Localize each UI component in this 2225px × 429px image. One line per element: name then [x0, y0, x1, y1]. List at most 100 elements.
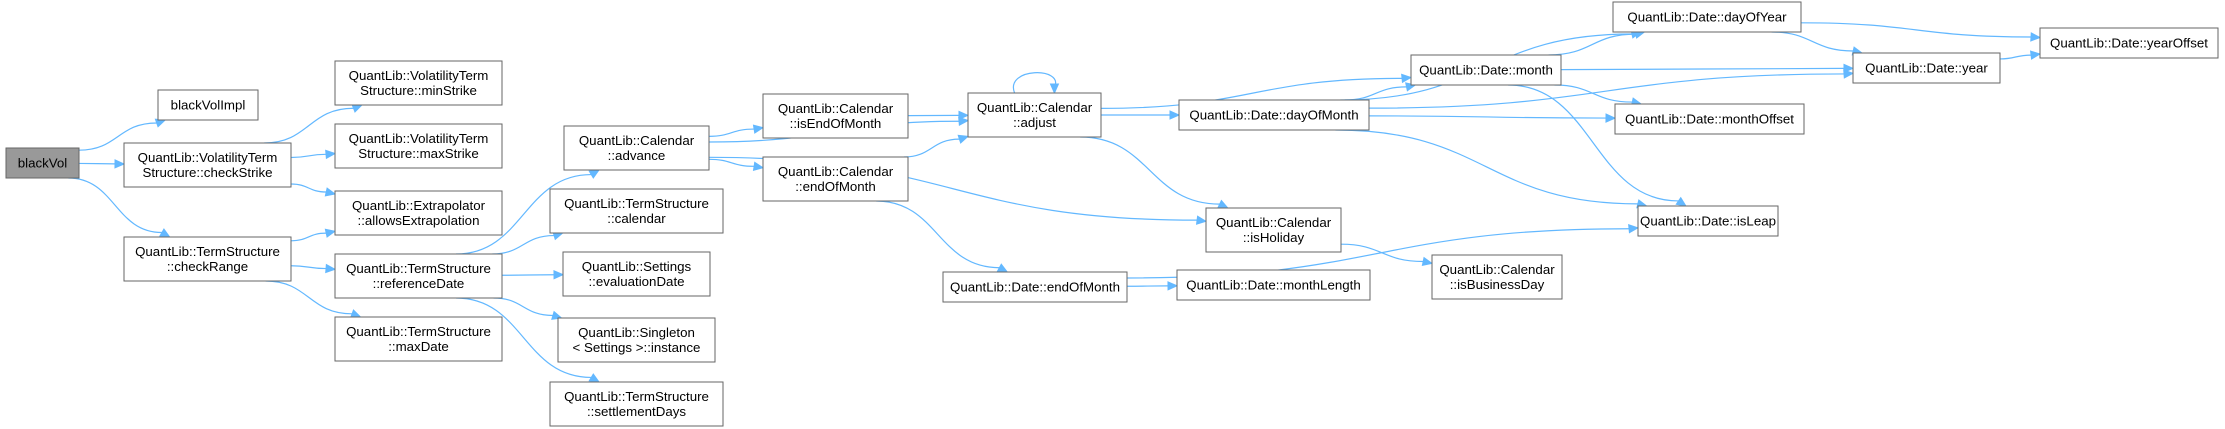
node-date_monthOffset[interactable]: QuantLib::Date::monthOffset [1614, 103, 1805, 135]
edge-date_month-to-date_doy [1548, 29, 1646, 56]
edge-line [265, 280, 353, 315]
arrowhead [1843, 63, 1855, 74]
node-box [157, 89, 259, 121]
arrowhead [1401, 73, 1413, 84]
node-ts_checkRange[interactable]: QuantLib::TermStructure::checkRange [123, 236, 292, 282]
arrowhead [1675, 196, 1687, 207]
node-label: < Settings >::instance [573, 340, 701, 355]
edge-line [1080, 136, 1220, 205]
node-label: QuantLib::Date::monthLength [1186, 278, 1360, 293]
node-blackVolImpl[interactable]: blackVolImpl [157, 89, 259, 121]
node-date_year[interactable]: QuantLib::Date::year [1852, 52, 2001, 84]
node-label: ::allowsExtrapolation [358, 213, 480, 228]
node-blackVol[interactable]: blackVol [5, 147, 80, 179]
node-ts_refDate[interactable]: QuantLib::TermStructure::referenceDate [334, 253, 503, 299]
node-label: ::advance [608, 148, 666, 163]
edge-date_doy-to-date_yearOffset [1800, 22, 2042, 42]
node-label: QuantLib::TermStructure [564, 196, 709, 211]
node-label: ::adjust [1013, 115, 1056, 130]
edge-line [493, 297, 553, 317]
edge-date_dom-to-date_month [1344, 82, 1417, 101]
node-label: blackVolImpl [171, 98, 246, 113]
node-settings_eval[interactable]: QuantLib::Settings::evaluationDate [562, 251, 711, 297]
node-box [762, 156, 909, 202]
edge-vts_checkStrike-to-vts_maxStrike [290, 149, 337, 160]
node-cal_isBiz[interactable]: QuantLib::Calendar::isBusinessDay [1431, 254, 1563, 300]
edge-line [1999, 54, 2032, 60]
node-box [334, 123, 503, 169]
node-box [5, 147, 80, 179]
node-date_dom[interactable]: QuantLib::Date::dayOfMonth [1178, 99, 1370, 131]
arrowhead [551, 310, 563, 320]
node-box [123, 236, 292, 282]
edge-blackVol-to-vts_checkStrike [78, 159, 126, 169]
edge-line [1560, 67, 1845, 71]
node-singleton[interactable]: QuantLib::Singleton< Settings >::instanc… [557, 317, 716, 363]
arrowhead [958, 110, 970, 121]
node-box [1637, 205, 1779, 237]
node-label: QuantLib::Date::dayOfMonth [1189, 108, 1358, 123]
node-ts_maxDate[interactable]: QuantLib::TermStructure::maxDate [334, 316, 503, 362]
node-extrap[interactable]: QuantLib::Extrapolator::allowsExtrapolat… [334, 190, 503, 236]
node-label: QuantLib::VolatilityTerm [349, 131, 489, 146]
node-cal_isHoliday[interactable]: QuantLib::Calendar::isHoliday [1205, 207, 1342, 253]
node-date_month[interactable]: QuantLib::Date::month [1410, 54, 1562, 86]
edge-line [1012, 72, 1057, 94]
node-box [334, 60, 503, 106]
node-date_yearOffset[interactable]: QuantLib::Date::yearOffset [2039, 27, 2219, 59]
node-label: ::isHoliday [1243, 230, 1305, 245]
arrowhead [325, 149, 337, 160]
edge-cal_EOM-to-cal_adjust [903, 134, 970, 158]
node-date_monthLength[interactable]: QuantLib::Date::monthLength [1176, 269, 1371, 301]
edge-line [492, 234, 555, 255]
node-label: ::endOfMonth [795, 179, 876, 194]
arrowhead [351, 103, 364, 113]
node-box [549, 381, 724, 427]
edge-line [1340, 243, 1424, 263]
edge-line [1554, 84, 1633, 103]
node-vts_checkStrike[interactable]: QuantLib::VolatilityTermStructure::check… [123, 142, 292, 188]
node-label: QuantLib::Date::yearOffset [2050, 36, 2208, 51]
edge-vts_checkStrike-to-extrap [290, 183, 337, 197]
node-date_EOM[interactable]: QuantLib::Date::endOfMonth [942, 271, 1128, 303]
node-label: ::calendar [607, 211, 666, 226]
node-label: QuantLib::Date::month [1419, 63, 1553, 78]
node-label: QuantLib::VolatilityTerm [138, 150, 278, 165]
edge-date_dom-to-date_isLeap [1335, 129, 1648, 209]
node-label: QuantLib::Date::endOfMonth [950, 280, 1120, 295]
node-box [563, 125, 710, 171]
node-date_isLeap[interactable]: QuantLib::Date::isLeap [1637, 205, 1779, 237]
edge-cal_advance-to-cal_isEOM [708, 124, 765, 137]
node-label: QuantLib::Date::isLeap [1640, 214, 1776, 229]
edge-cal_isHoliday-to-cal_isBiz [1340, 243, 1434, 267]
arrowhead [957, 134, 970, 144]
edge-line [1368, 115, 1607, 119]
edge-cal_advance-to-cal_EOM [708, 158, 765, 171]
node-label: QuantLib::TermStructure [346, 261, 491, 276]
edge-ts_checkRange-to-ts_refDate [290, 263, 337, 274]
node-ts_calendar[interactable]: QuantLib::TermStructure::calendar [549, 188, 724, 234]
node-cal_EOM[interactable]: QuantLib::Calendar::endOfMonth [762, 156, 909, 202]
node-label: QuantLib::Extrapolator [352, 198, 486, 213]
node-date_doy[interactable]: QuantLib::Date::dayOfYear [1612, 1, 1802, 33]
edge-date_dom-to-date_monthOffset [1368, 113, 1617, 123]
node-label: QuantLib::Calendar [778, 164, 894, 179]
edge-line [290, 153, 327, 159]
arrowhead [1195, 215, 1208, 225]
node-cal_advance[interactable]: QuantLib::Calendar::advance [563, 125, 710, 171]
edge-cal_adjust-to-cal_isHoliday [1080, 136, 1229, 209]
node-vts_minStrike[interactable]: QuantLib::VolatilityTermStructure::minSt… [334, 60, 503, 106]
node-label: ::isEndOfMonth [790, 116, 882, 131]
node-ts_settle[interactable]: QuantLib::TermStructure::settlementDays [549, 381, 724, 427]
edge-line [290, 265, 327, 270]
node-label: QuantLib::Date::year [1865, 61, 1988, 76]
node-box [549, 188, 724, 234]
arrowhead [1169, 110, 1181, 120]
node-box [334, 316, 503, 362]
node-cal_isEOM[interactable]: QuantLib::Calendar::isEndOfMonth [762, 93, 909, 139]
node-box [334, 253, 503, 299]
edge-line [903, 138, 960, 158]
arrowhead [2029, 50, 2042, 60]
node-cal_adjust[interactable]: QuantLib::Calendar::adjust [967, 92, 1102, 138]
node-vts_maxStrike[interactable]: QuantLib::VolatilityTermStructure::maxSt… [334, 123, 503, 169]
